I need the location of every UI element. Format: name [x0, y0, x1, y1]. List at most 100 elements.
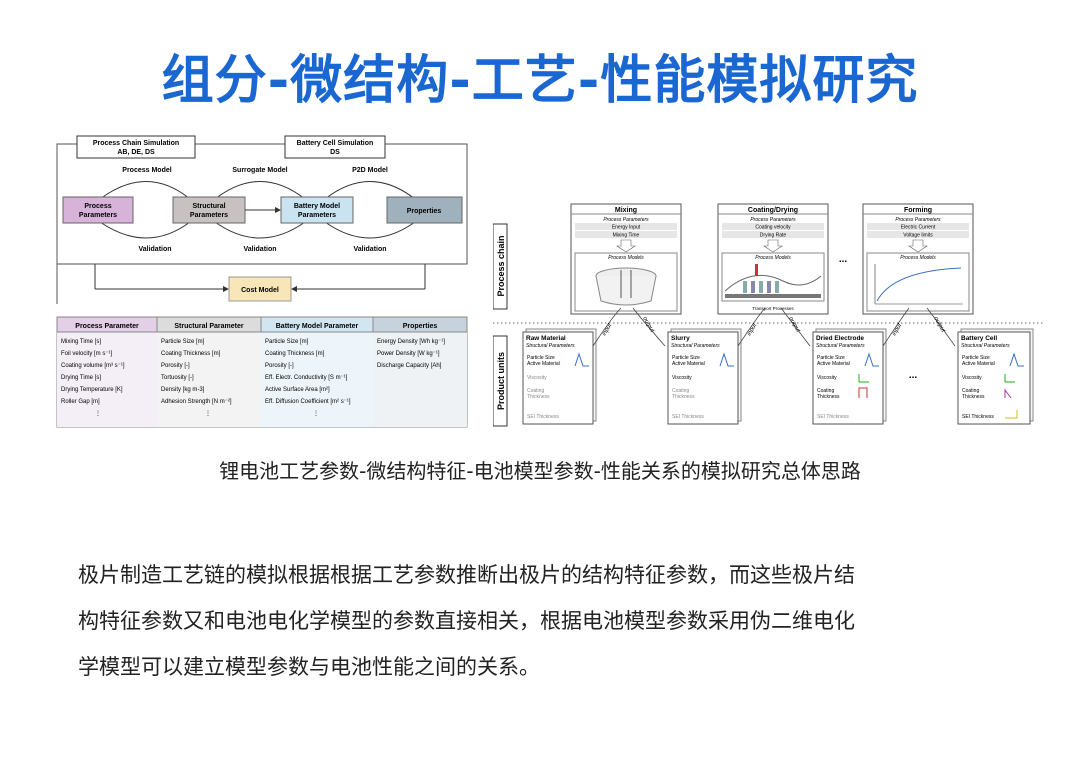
- paragraph-line: 学模型可以建立模型参数与电池性能之间的关系。: [78, 655, 540, 679]
- table-cell: Particle Size [m]: [265, 339, 309, 345]
- svg-text:Viscosity: Viscosity: [817, 375, 837, 381]
- cost-model-box: [228, 276, 292, 302]
- svg-text:Coating: Coating: [962, 388, 979, 394]
- output-label: output: [641, 316, 655, 334]
- svg-text:Battery Cell: Battery Cell: [961, 335, 997, 342]
- svg-text:Process Models: Process Models: [608, 255, 644, 261]
- process-model-label: Process Model: [122, 167, 171, 174]
- output-label: output: [932, 316, 946, 334]
- table-cell: Coating volume [m³ s⁻¹]: [61, 363, 125, 369]
- svg-text:Parameters: Parameters: [190, 212, 228, 219]
- unit-dried-electrode: Dried Electrode Structural Parameters Pa…: [812, 328, 887, 425]
- table-cell: Drying Time [s]: [61, 375, 101, 381]
- figure-caption: 锂电池工艺参数-微结构特征-电池模型参数-性能关系的模拟研究总体思路: [219, 459, 861, 483]
- table-header: Structural Parameter: [174, 323, 244, 330]
- svg-text:SEI Thickness: SEI Thickness: [672, 414, 704, 420]
- table-header: Properties: [403, 323, 438, 330]
- sim-process-title: Process Chain Simulation: [93, 140, 179, 147]
- svg-text:Thickness: Thickness: [527, 394, 550, 400]
- process-units-diagram: Process chain Product units Mixing Proce…: [493, 203, 1043, 427]
- svg-text:Structural Parameters: Structural Parameters: [526, 343, 575, 349]
- process-chain-label: Process chain: [496, 235, 506, 296]
- svg-text:Mixing Time: Mixing Time: [613, 233, 640, 239]
- table-header: Battery Model Parameter: [276, 323, 359, 330]
- process-chain-diagram: Process Chain Simulation AB, DE, DS Batt…: [56, 135, 468, 428]
- sim-battery-sub: DS: [330, 149, 340, 156]
- unit-slurry: Slurry Structural Parameters Particle Si…: [667, 328, 742, 425]
- svg-text:Dried Electrode: Dried Electrode: [816, 335, 864, 342]
- svg-text:Active Material: Active Material: [672, 361, 705, 367]
- svg-text:Particle Size: Particle Size: [817, 355, 845, 361]
- unit-raw-material: Raw Material Structural Parameters Parti…: [522, 328, 597, 425]
- svg-text:Voltage limits: Voltage limits: [903, 233, 933, 239]
- table-cell: Foil velocity [m s⁻¹]: [61, 351, 113, 357]
- table-cell: Coating Thickness [m]: [161, 351, 221, 357]
- table-cell: Coating Thickness [m]: [265, 351, 325, 357]
- table-cell: Particle Size [m]: [161, 339, 205, 345]
- svg-text:SEI Thickness: SEI Thickness: [527, 414, 559, 420]
- table-cell: Active Surface Area [m²]: [265, 387, 330, 393]
- svg-text:Coating/Drying: Coating/Drying: [748, 207, 798, 214]
- page-title: 组分-微结构-工艺-性能模拟研究: [161, 51, 919, 111]
- svg-text:Coating: Coating: [817, 388, 834, 394]
- svg-text:Particle Size: Particle Size: [672, 355, 700, 361]
- svg-text:SEI Thickness: SEI Thickness: [962, 414, 994, 420]
- svg-text:Electric Current: Electric Current: [901, 225, 936, 231]
- svg-text:Viscosity: Viscosity: [962, 375, 982, 381]
- table-cell: ⋮: [95, 411, 101, 417]
- table-cell: Density [kg m-3]: [161, 387, 205, 393]
- battery-model-parameters-box: [280, 196, 354, 224]
- svg-text:Process Models: Process Models: [755, 255, 791, 261]
- svg-text:Process: Process: [84, 203, 111, 210]
- table-cell: Drying Temperature [K]: [61, 387, 123, 393]
- svg-text:SEI Thickness: SEI Thickness: [817, 414, 849, 420]
- table-cell: Mixing Time [s]: [61, 339, 101, 345]
- svg-text:Structural Parameters: Structural Parameters: [816, 343, 865, 349]
- table-cell: Energy Density [Wh kg⁻¹]: [377, 339, 445, 345]
- svg-text:Mixing: Mixing: [615, 207, 637, 214]
- svg-text:Parameters: Parameters: [79, 212, 117, 219]
- svg-text:Thickness: Thickness: [817, 394, 840, 400]
- svg-text:Properties: Properties: [407, 208, 442, 215]
- svg-text:Cost Model: Cost Model: [241, 287, 279, 294]
- properties-box: [386, 196, 463, 224]
- svg-text:Coating velocity: Coating velocity: [755, 225, 791, 231]
- svg-text:Slurry: Slurry: [671, 335, 690, 342]
- svg-text:Process Parameters: Process Parameters: [603, 217, 649, 223]
- stage-forming: Forming Process Parameters Electric Curr…: [862, 203, 974, 315]
- svg-text:Drying Rate: Drying Rate: [760, 233, 787, 239]
- svg-text:Coating: Coating: [527, 388, 544, 394]
- input-label: input: [747, 322, 759, 337]
- table-cell: Eff. Diffusion Coefficient [m² s⁻¹]: [265, 399, 351, 405]
- table-cell: Eff. Electr. Conductivity [S m⁻¹]: [265, 375, 348, 381]
- svg-text:Coating: Coating: [672, 388, 689, 394]
- validation-label: Validation: [353, 246, 386, 253]
- sim-battery-title: Battery Cell Simulation: [297, 140, 374, 147]
- svg-text:Structural Parameters: Structural Parameters: [671, 343, 720, 349]
- svg-text:Process Models: Process Models: [900, 255, 936, 261]
- paragraph-line: 构特征参数又和电池电化学模型的参数直接相关，根据电池模型参数采用伪二维电化: [78, 609, 855, 633]
- svg-text:Battery Model: Battery Model: [294, 203, 340, 210]
- table-cell: ⋮: [205, 411, 211, 417]
- svg-text:Process Parameters: Process Parameters: [750, 217, 796, 223]
- stage-mixing: Mixing Process Parameters Energy Input M…: [570, 203, 682, 315]
- validation-label: Validation: [138, 246, 171, 253]
- process-parameters-box: [62, 196, 134, 224]
- svg-text:Energy Input: Energy Input: [612, 225, 641, 231]
- table-cell: Power Density [W kg⁻¹]: [377, 351, 440, 357]
- table-cell: Discharge Capacity [Ah]: [377, 363, 442, 369]
- input-label: input: [892, 322, 904, 337]
- paragraph-line: 极片制造工艺链的模拟根据根据工艺参数推断出极片的结构特征参数，而这些极片结: [78, 563, 855, 587]
- structural-parameters-box: [172, 196, 246, 224]
- svg-text:Thickness: Thickness: [962, 394, 985, 400]
- body-paragraph: 极片制造工艺链的模拟根据根据工艺参数推断出极片的结构特征参数，而这些极片结 构特…: [78, 552, 1028, 690]
- svg-text:Particle Size: Particle Size: [527, 355, 555, 361]
- svg-text:Structural: Structural: [192, 203, 225, 210]
- svg-text:Viscosity: Viscosity: [672, 375, 692, 381]
- svg-text:Raw Material: Raw Material: [526, 335, 566, 342]
- svg-text:Active Material: Active Material: [527, 361, 560, 367]
- table-header: Process Parameter: [75, 323, 139, 330]
- svg-text:Transport Processes: Transport Processes: [752, 306, 794, 311]
- ellipsis: ...: [909, 370, 918, 381]
- stage-coating-drying: Coating/Drying Process Parameters Coatin…: [717, 203, 829, 315]
